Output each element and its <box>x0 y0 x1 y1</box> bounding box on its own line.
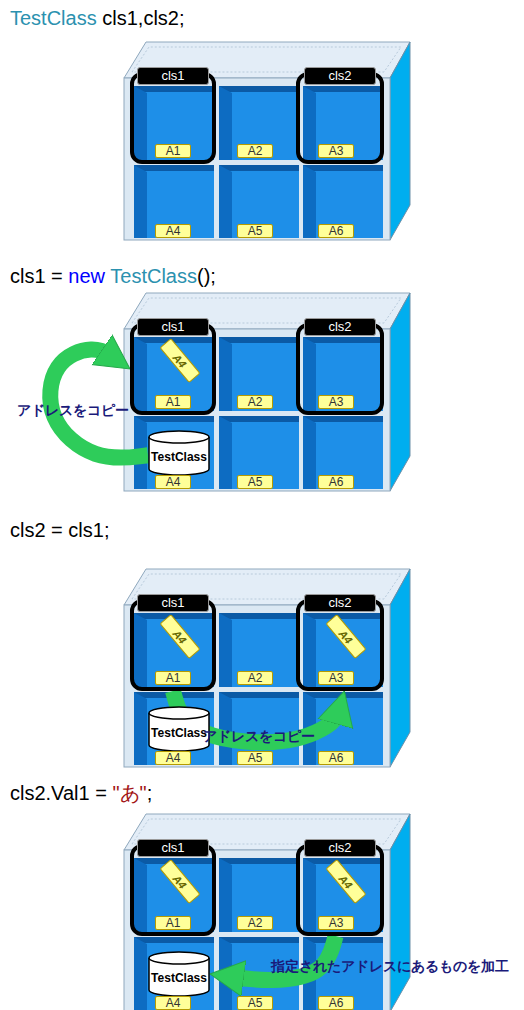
variable-name: cls2 <box>304 839 376 857</box>
address-label: A5 <box>248 475 263 489</box>
variable-name: cls1 <box>137 839 209 857</box>
object-cylinder: TestClass <box>148 952 210 996</box>
address-label: A5 <box>248 996 263 1010</box>
address-label: A1 <box>166 671 181 685</box>
address-value: A4 <box>159 614 200 659</box>
address-value: A4 <box>325 859 366 904</box>
variable-name: cls1 <box>137 67 209 85</box>
address-tag: A1 <box>155 395 191 409</box>
cylinder-top <box>149 431 209 443</box>
address-label: A6 <box>329 224 344 238</box>
variable-name: cls2 <box>304 594 376 612</box>
code-line: cls2 = cls1; <box>10 519 109 542</box>
address-label: A3 <box>329 671 344 685</box>
address-tag: A6 <box>318 475 354 489</box>
address-tag: A1 <box>155 144 191 158</box>
arrow-label: 指定されたアドレスにあるものを加工 <box>271 958 509 976</box>
variable-box: cls1A4A1 <box>130 323 216 415</box>
cylinder-top <box>149 952 209 964</box>
variable-box: cls1A4A1 <box>130 599 216 691</box>
address-value-text: A4 <box>337 872 355 890</box>
variable-box: cls1A1 <box>130 72 216 164</box>
class-name: TestClass <box>151 450 207 464</box>
object-cylinder: TestClass <box>148 707 210 751</box>
address-value-text: A4 <box>171 351 189 369</box>
code-line: cls1 = new TestClass(); <box>10 265 216 288</box>
shelf <box>124 814 410 1010</box>
address-label: A2 <box>248 395 263 409</box>
variable-name: cls2 <box>304 67 376 85</box>
class-name: TestClass <box>151 726 207 740</box>
address-tag: A4 <box>155 996 191 1010</box>
address-tag: A2 <box>237 916 273 930</box>
code-line: TestClass cls1,cls2; <box>10 7 185 30</box>
address-tag: A3 <box>318 671 354 685</box>
variable-name: cls1 <box>137 594 209 612</box>
address-tag: A5 <box>237 224 273 238</box>
address-label: A6 <box>329 475 344 489</box>
variable-box: cls2A4A3 <box>296 844 384 936</box>
address-label: A4 <box>166 751 181 765</box>
variable-box: cls2A4A3 <box>296 599 384 691</box>
address-value: A4 <box>159 338 200 383</box>
address-tag: A3 <box>318 916 354 930</box>
address-label: A1 <box>166 144 181 158</box>
shelf <box>124 42 410 240</box>
address-tag: A6 <box>318 224 354 238</box>
address-label: A3 <box>329 395 344 409</box>
address-value-text: A4 <box>171 627 189 645</box>
address-tag: A4 <box>155 475 191 489</box>
address-value-text: A4 <box>171 872 189 890</box>
address-label: A2 <box>248 916 263 930</box>
address-tag: A4 <box>155 751 191 765</box>
address-label: A4 <box>166 475 181 489</box>
address-label: A2 <box>248 671 263 685</box>
address-tag: A1 <box>155 671 191 685</box>
shelf <box>124 569 410 767</box>
address-value: A4 <box>159 859 200 904</box>
address-label: A6 <box>329 751 344 765</box>
arrow-label: アドレスをコピー <box>17 402 129 420</box>
code-line: cls2.Val1 = "あ"; <box>10 780 152 807</box>
variable-box: cls1A4A1 <box>130 844 216 936</box>
class-name: TestClass <box>151 971 207 985</box>
address-tag: A1 <box>155 916 191 930</box>
address-tag: A3 <box>318 395 354 409</box>
shelf <box>124 293 410 491</box>
address-label: A1 <box>166 916 181 930</box>
object-cylinder: TestClass <box>148 431 210 475</box>
address-label: A3 <box>329 916 344 930</box>
arrow-label: アドレスをコピー <box>203 728 315 746</box>
address-label: A2 <box>248 144 263 158</box>
address-label: A1 <box>166 395 181 409</box>
address-label: A4 <box>166 224 181 238</box>
address-value-text: A4 <box>337 627 355 645</box>
address-tag: A2 <box>237 144 273 158</box>
address-value: A4 <box>325 614 366 659</box>
address-label: A5 <box>248 224 263 238</box>
address-tag: A3 <box>318 144 354 158</box>
address-tag: A5 <box>237 475 273 489</box>
address-tag: A6 <box>318 751 354 765</box>
address-tag: A6 <box>318 996 354 1010</box>
address-tag: A2 <box>237 671 273 685</box>
address-label: A4 <box>166 996 181 1010</box>
variable-name: cls1 <box>137 318 209 336</box>
address-label: A6 <box>329 996 344 1010</box>
address-tag: A4 <box>155 224 191 238</box>
cylinder-top <box>149 707 209 719</box>
address-tag: A5 <box>237 996 273 1010</box>
variable-box: cls2A3 <box>296 72 384 164</box>
address-tag: A5 <box>237 751 273 765</box>
address-tag: A2 <box>237 395 273 409</box>
variable-box: cls2A3 <box>296 323 384 415</box>
variable-name: cls2 <box>304 318 376 336</box>
address-label: A3 <box>329 144 344 158</box>
address-label: A5 <box>248 751 263 765</box>
